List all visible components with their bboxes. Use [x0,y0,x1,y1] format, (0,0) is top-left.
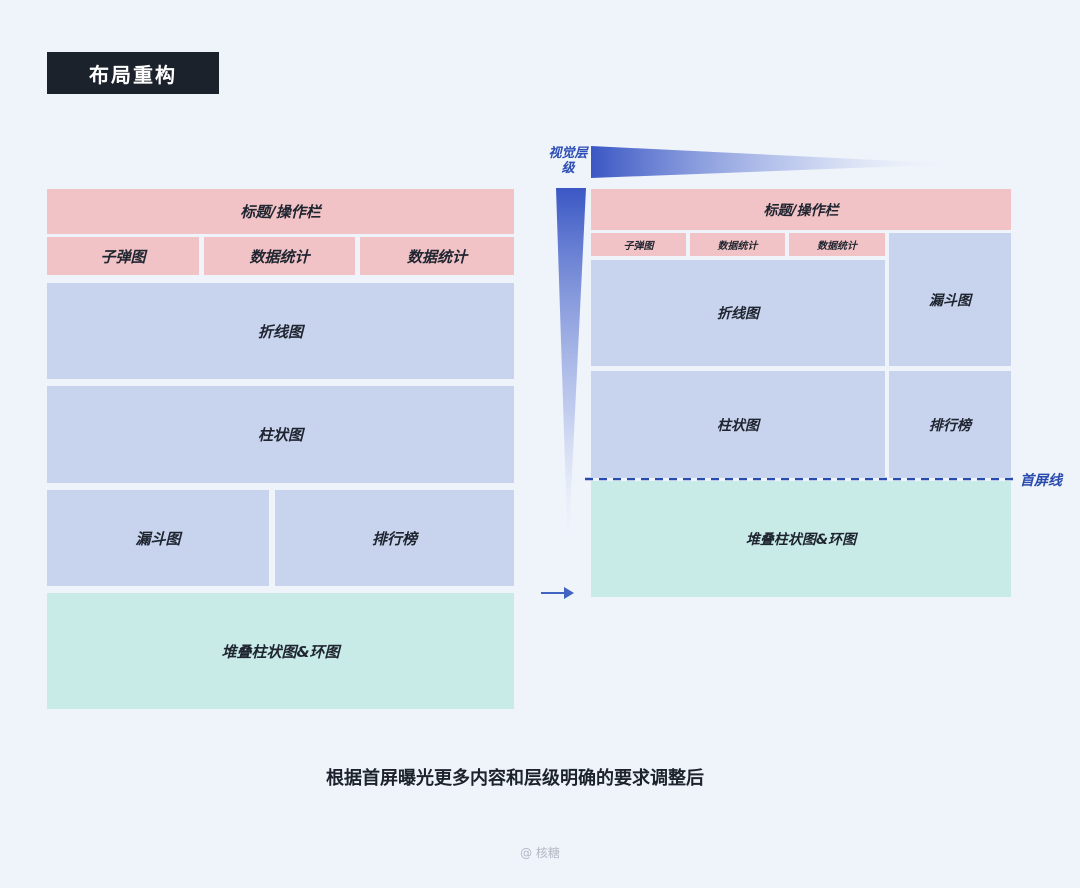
left-line-chart: 折线图 [47,283,514,379]
left-funnel: 漏斗图 [47,490,269,586]
watermark-credit: @ 核糖 [520,846,560,860]
right-stats-2: 数据统计 [789,233,885,256]
left-ranking: 排行榜 [275,490,514,586]
right-funnel: 漏斗图 [889,233,1011,366]
right-line-chart: 折线图 [591,260,885,366]
caption: 根据首屏曝光更多内容和层级明确的要求调整后 [326,768,704,789]
visual-hierarchy-vertical-wedge [556,188,586,555]
visual-hierarchy-horizontal-wedge [591,146,960,178]
right-bar-chart: 柱状图 [591,371,885,478]
fold-line-label: 首屏线 [1020,473,1062,489]
visual-hierarchy-label: 视觉层级 [548,146,588,176]
left-stacked-chart: 堆叠柱状图&环图 [47,593,514,709]
left-stats-2: 数据统计 [360,237,514,275]
arrow-head-icon [564,587,574,599]
right-bullet-chart: 子弹图 [591,233,686,256]
right-ranking: 排行榜 [889,371,1011,478]
right-title-bar: 标题/操作栏 [591,189,1011,230]
right-stats-1: 数据统计 [690,233,785,256]
right-stacked-chart: 堆叠柱状图&环图 [591,481,1011,597]
section-title: 布局重构 [47,52,219,94]
left-bullet-chart: 子弹图 [47,237,199,275]
left-title-bar: 标题/操作栏 [47,189,514,234]
left-bar-chart: 柱状图 [47,386,514,483]
left-stats-1: 数据统计 [204,237,355,275]
